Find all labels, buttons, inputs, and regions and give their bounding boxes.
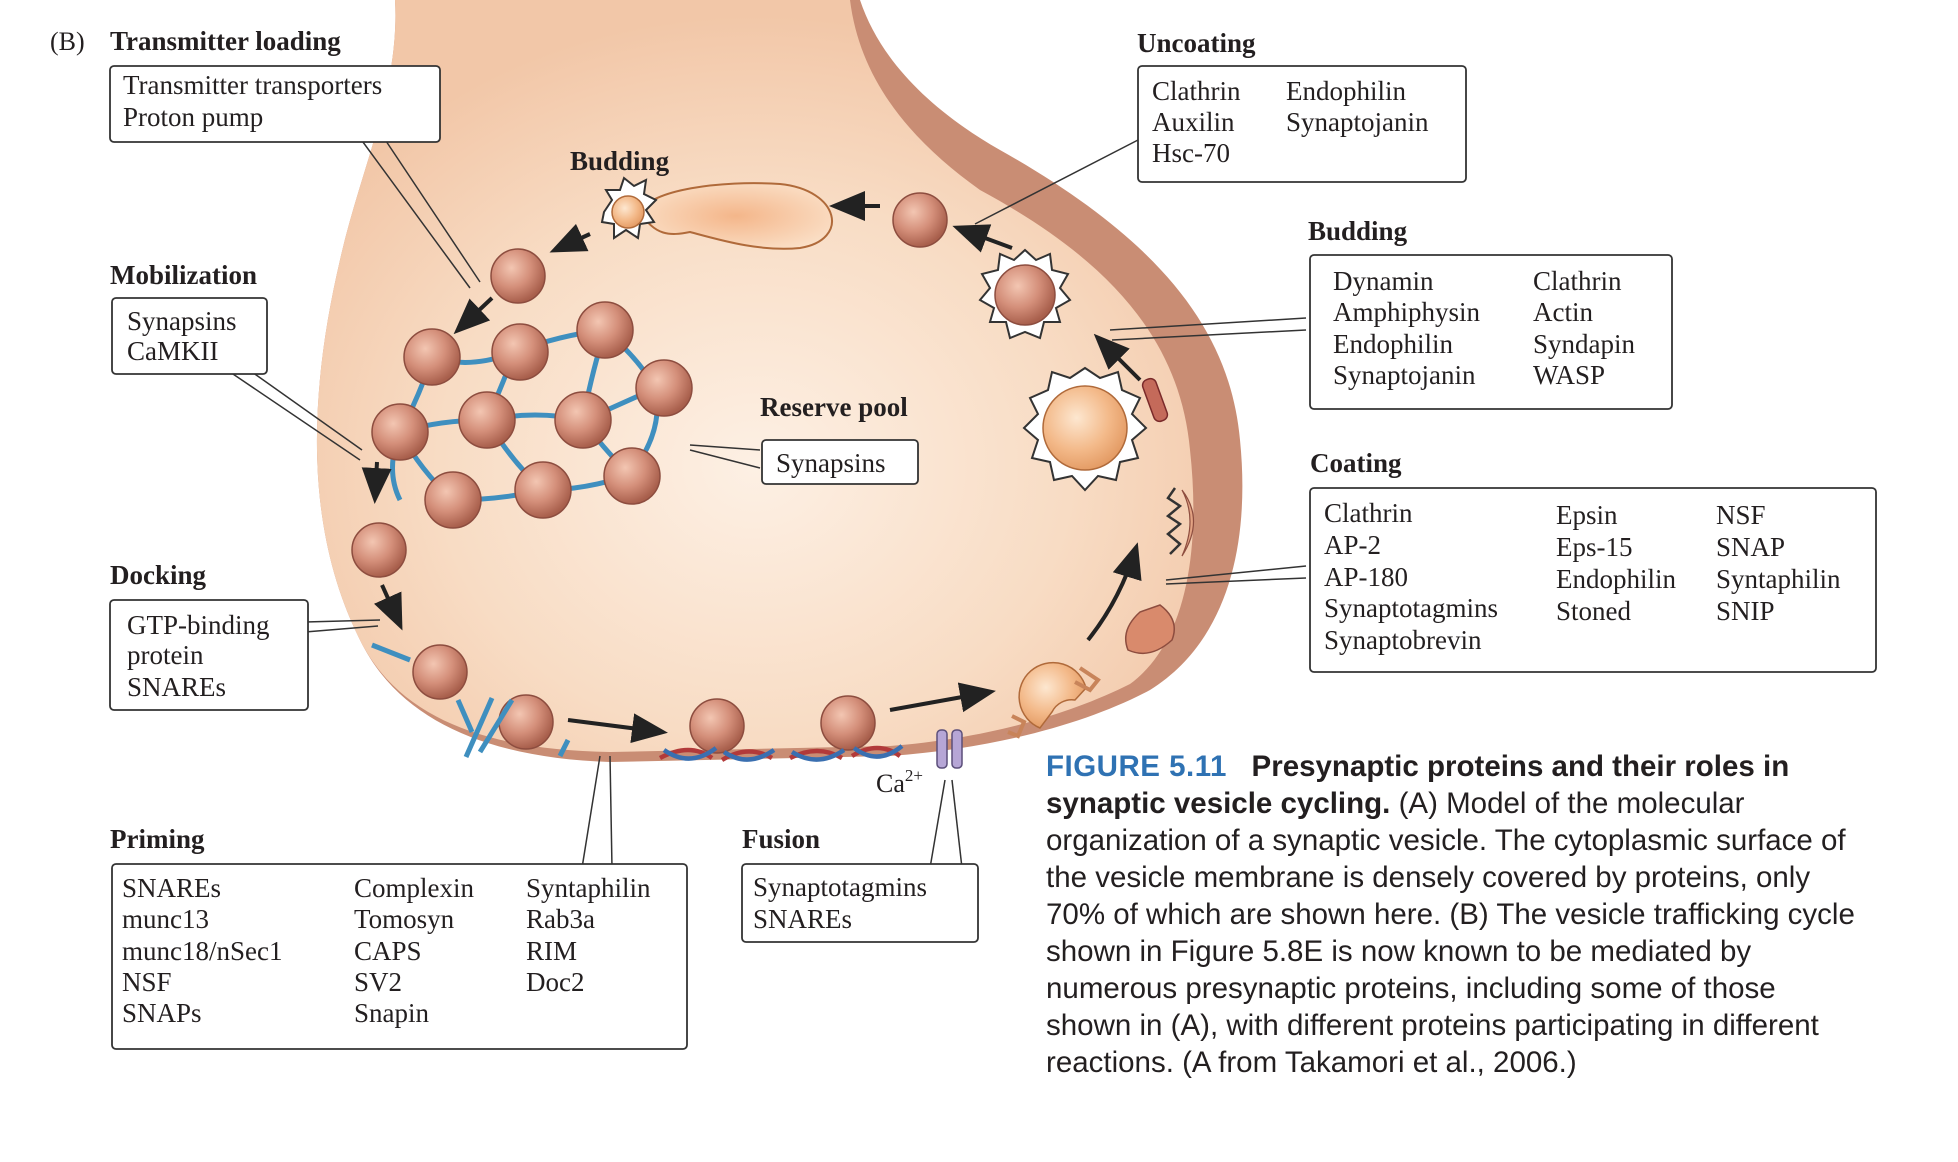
- coating-item: SNIP: [1716, 596, 1775, 626]
- figure-caption: FIGURE 5.11 Presynaptic proteins and the…: [1046, 748, 1866, 1081]
- coating-item: Epsin: [1556, 500, 1618, 530]
- docking-tethers: [371, 642, 571, 759]
- priming-item: Complexin: [354, 873, 474, 903]
- reserve-pool-title: Reserve pool: [760, 392, 908, 422]
- budding-item: Clathrin: [1533, 266, 1622, 296]
- figure-number: FIGURE 5.11: [1046, 750, 1227, 783]
- coating-item: Eps-15: [1556, 532, 1633, 562]
- figure-body: (A) Model of the molecular organization …: [1046, 787, 1855, 1079]
- coating-item: Clathrin: [1324, 498, 1413, 528]
- coating-item: NSF: [1716, 500, 1766, 530]
- docking-item: protein: [127, 640, 204, 670]
- calcium-label: Ca2+: [876, 766, 923, 798]
- endosome: [600, 176, 833, 250]
- budding-item: Dynamin: [1333, 266, 1434, 296]
- budding-item: WASP: [1533, 360, 1605, 390]
- uncoating-item: Hsc-70: [1152, 138, 1230, 168]
- fusion-item: Synaptotagmins: [753, 872, 927, 902]
- coating-item: Syntaphilin: [1716, 564, 1841, 594]
- budding-item: Syndapin: [1533, 329, 1636, 359]
- priming-item: Snapin: [354, 998, 430, 1028]
- priming-item: Tomosyn: [354, 904, 455, 934]
- coating-title: Coating: [1310, 448, 1402, 478]
- priming-item: Rab3a: [526, 904, 595, 934]
- label-boxes: [109, 65, 1877, 1050]
- snare-complexes: [658, 744, 904, 762]
- calcium-channel: [936, 729, 963, 769]
- coating-item: Synaptotagmins: [1324, 593, 1498, 623]
- budding-item: Endophilin: [1333, 329, 1453, 359]
- terminal-cytoplasm: [316, 0, 1194, 752]
- reserve-pool-item: Synapsins: [776, 448, 886, 478]
- coating-item: AP-180: [1324, 562, 1408, 592]
- priming-item: Doc2: [526, 967, 584, 997]
- budding-top-title: Budding: [570, 146, 670, 176]
- uncoating-item: Clathrin: [1152, 76, 1241, 106]
- mobilization-item: CaMKII: [127, 336, 218, 366]
- docking-title: Docking: [110, 560, 207, 590]
- figure-title: Presynaptic proteins and their roles in …: [1046, 750, 1790, 820]
- cycle-arrows: [361, 191, 1142, 744]
- docking-item: GTP-binding: [127, 610, 270, 640]
- priming-item: Syntaphilin: [526, 873, 651, 903]
- transmitter-loading-item: Proton pump: [123, 102, 263, 132]
- mobilization-title: Mobilization: [110, 260, 257, 290]
- coating-item: SNAP: [1716, 532, 1785, 562]
- priming-item: NSF: [122, 967, 172, 997]
- priming-title: Priming: [110, 824, 205, 854]
- docking-item: SNAREs: [127, 672, 226, 702]
- priming-item: SNAREs: [122, 873, 221, 903]
- coated-pits: [1125, 487, 1194, 655]
- uncoating-item: Endophilin: [1286, 76, 1406, 106]
- reserve-pool-vesicles: [371, 301, 693, 529]
- coating-item: Stoned: [1556, 596, 1632, 626]
- budding-title: Budding: [1308, 216, 1408, 246]
- transmitter-loading-title: Transmitter loading: [110, 26, 341, 56]
- uncoating-title: Uncoating: [1137, 28, 1256, 58]
- fusion-item: SNAREs: [753, 904, 852, 934]
- priming-item: RIM: [526, 936, 577, 966]
- budding-item: Actin: [1533, 297, 1593, 327]
- fusion-title: Fusion: [742, 824, 820, 854]
- coated-vesicle: [978, 248, 1072, 340]
- coating-item: Synaptobrevin: [1324, 625, 1482, 655]
- coating-item: Endophilin: [1556, 564, 1676, 594]
- budding-item: Amphiphysin: [1333, 297, 1481, 327]
- fusing-vesicle: [1007, 661, 1101, 739]
- priming-item: SV2: [354, 967, 402, 997]
- panel-label: (B): [50, 27, 85, 56]
- priming-item: CAPS: [354, 936, 422, 966]
- uncoating-item: Auxilin: [1152, 107, 1235, 137]
- coating-item: AP-2: [1324, 530, 1381, 560]
- priming-item: munc18/nSec1: [122, 936, 282, 966]
- priming-item: SNAPs: [122, 998, 202, 1028]
- mobilization-item: Synapsins: [127, 306, 237, 336]
- budding-vesicle: [1022, 366, 1169, 492]
- budding-item: Synaptojanin: [1333, 360, 1476, 390]
- callout-lines: [229, 137, 1307, 869]
- priming-item: munc13: [122, 904, 209, 934]
- uncoating-item: Synaptojanin: [1286, 107, 1429, 137]
- transmitter-loading-item: Transmitter transporters: [123, 70, 382, 100]
